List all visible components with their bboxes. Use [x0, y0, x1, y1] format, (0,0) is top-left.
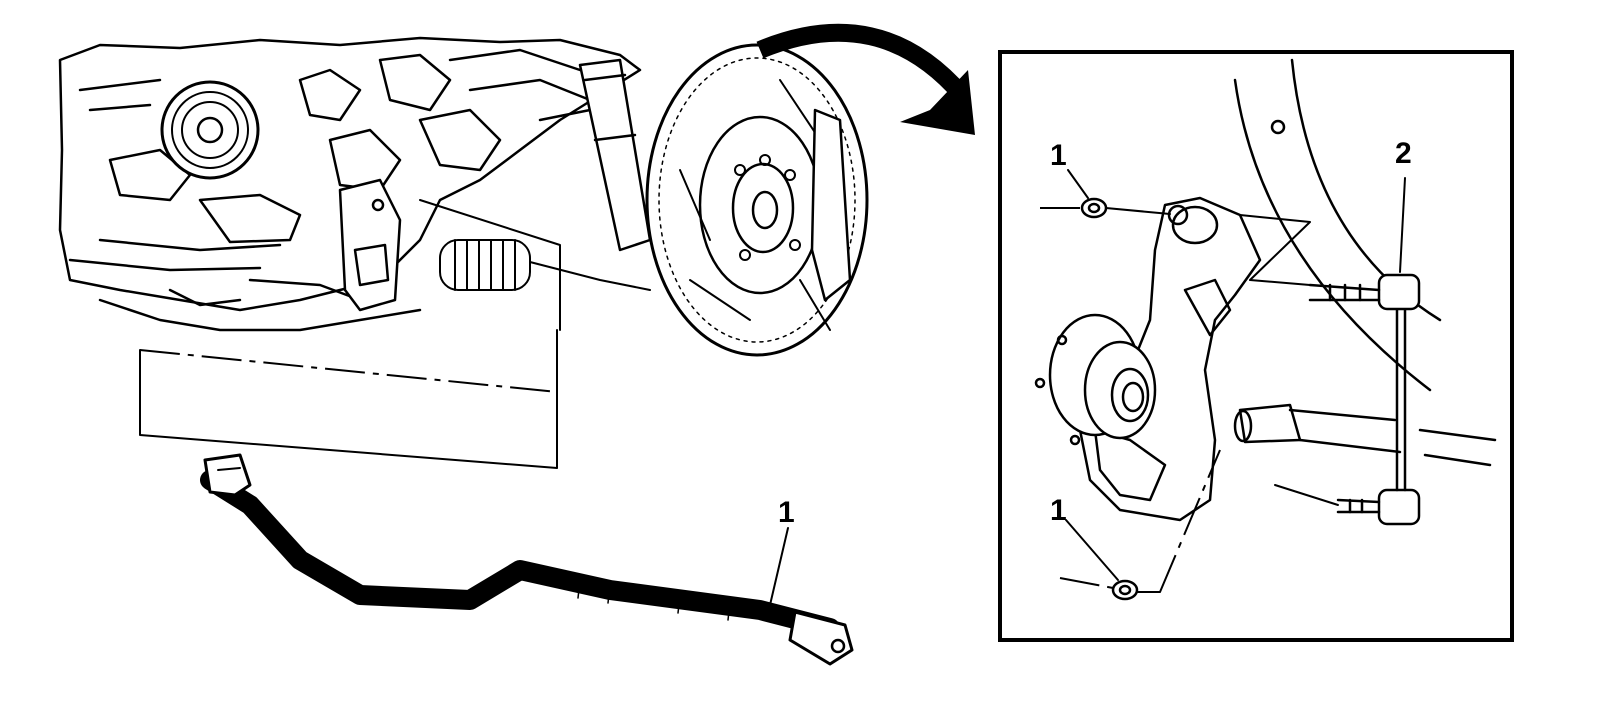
callout-inset-2: 2 [1395, 137, 1412, 170]
brake-caliper [810, 108, 852, 302]
vehicle-front-suspension-view: 1 [58, 36, 869, 666]
strut-assembly [578, 58, 652, 252]
inset-detail-view: 1 2 1 [998, 50, 1514, 642]
stabilizer-bar [200, 453, 854, 666]
nut-lower [1111, 579, 1139, 601]
engine-assembly [58, 36, 642, 332]
nut-upper [1080, 197, 1108, 219]
curved-arrow-icon [756, 23, 975, 135]
stabilizer-link [1308, 273, 1421, 526]
installation-lines [1040, 207, 1339, 593]
leader-inset-2 [1399, 177, 1406, 273]
callout-main-1: 1 [778, 496, 795, 529]
projection-lines [139, 199, 561, 469]
brake-rotor [645, 43, 869, 357]
callout-inset-1-lower: 1 [1050, 494, 1067, 527]
subframe-bracket [338, 178, 402, 312]
callout-inset-1-upper: 1 [1050, 139, 1067, 172]
leader-inset-1-upper [1067, 169, 1089, 199]
crank-pulley [160, 80, 260, 180]
stabilizer-bar-end [1233, 403, 1497, 467]
leader-main-1 [769, 527, 789, 606]
wheel-hub [1034, 313, 1157, 446]
leader-inset-1-lower [1065, 519, 1119, 581]
steering-gear-boot [439, 239, 651, 291]
